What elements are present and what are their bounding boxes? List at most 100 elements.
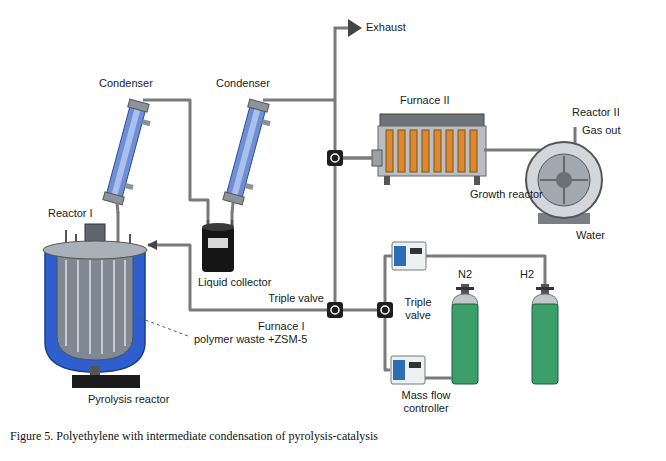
figure-caption: Figure 5. Polyethylene with intermediate…: [10, 430, 378, 444]
annotation-label: Furnace I: [258, 320, 304, 333]
collector-tag: [208, 238, 228, 248]
equipment-label: N2: [458, 268, 472, 281]
condenser-tube: [226, 105, 265, 198]
mfc-case: [391, 356, 425, 384]
pipe-stub: [232, 203, 233, 213]
leader-line: [140, 318, 188, 336]
valve-body: [377, 302, 393, 318]
gas-cylinder: H2: [528, 284, 562, 384]
furnace-leg: [384, 176, 390, 185]
liquid-collector-drawing: [202, 220, 234, 272]
pipe-stub: [117, 203, 118, 213]
triple-valve: Triple valve: [377, 302, 393, 318]
pyrolysis-reactor-drawing: [43, 224, 188, 388]
equipment-label: Growth reactor: [470, 188, 543, 201]
equipment-label: Condenser: [99, 77, 153, 90]
h2-cylinder-drawing: [532, 284, 558, 384]
valve-body: [327, 302, 343, 318]
heating-element: [434, 130, 441, 172]
mass-flow-controller: Mass flow controller: [390, 355, 425, 385]
stirrer-motor: [85, 224, 105, 242]
heating-element: [470, 130, 477, 172]
pipe-connector: [231, 212, 234, 220]
equipment-label: Condenser: [216, 77, 270, 90]
reactor-rod: [77, 260, 79, 352]
valve-body: [327, 150, 343, 166]
condenser-cap: [103, 192, 124, 205]
pipe-connector: [335, 158, 372, 302]
condenser-tube: [106, 105, 145, 198]
equipment-label: Furnace II: [400, 94, 450, 107]
pipe-connector: [148, 245, 327, 310]
reactor-rod: [89, 260, 91, 354]
pipe-stub: [484, 149, 488, 152]
reactor-drum: Reactor II: [528, 138, 600, 225]
furnace-body: [378, 126, 486, 176]
furnace-inlet: [372, 150, 382, 166]
growth-furnace: Furnace IIGrowth reactor: [372, 110, 488, 185]
drum-inner: [538, 154, 590, 206]
valve-dial: [381, 306, 389, 314]
condenser-nozzle: [245, 183, 254, 190]
valve-dial: [331, 306, 339, 314]
condenser-nozzle: [125, 183, 134, 190]
exhaust-arrow: [348, 19, 362, 37]
equipment-label: Pyrolysis reactor: [88, 393, 169, 406]
cylinder-valve: [536, 287, 554, 290]
equipment-label: Reactor I: [48, 207, 93, 220]
reactor-stand: [72, 375, 140, 388]
collector-body: [202, 226, 234, 272]
mfc-display: [409, 362, 421, 368]
annotation-label: Gas out: [582, 124, 621, 137]
condenser-drawing: [223, 99, 275, 206]
pipe-connector: [425, 377, 448, 380]
mfc-case: [392, 242, 426, 270]
condenser: Condenser: [218, 93, 270, 212]
n2-cylinder-drawing: [448, 284, 478, 384]
reactor-vessel: [57, 256, 133, 360]
reactor-drain: [90, 366, 100, 376]
condenser-core: [111, 107, 141, 197]
reactor-rod: [113, 260, 115, 352]
pipe-connector: [385, 318, 390, 370]
condenser-core: [231, 107, 261, 197]
condenser-cap: [248, 99, 269, 112]
condenser-drawing: [103, 99, 155, 206]
pipe-stub: [143, 99, 150, 102]
triple-valve: Triple valve: [327, 302, 343, 318]
condenser-cap: [223, 192, 244, 205]
gas-cylinder: N2: [448, 284, 482, 384]
furnace-leg: [474, 176, 480, 185]
reactor-rod: [124, 260, 126, 346]
condenser-nozzle: [142, 119, 151, 126]
equipment-label: H2: [520, 268, 534, 281]
heating-element: [398, 130, 405, 172]
equipment-label: Mass flow controller: [400, 389, 452, 414]
reactor-lid: [43, 241, 147, 259]
drum-shell: [526, 142, 602, 218]
cylinder-body: [452, 304, 478, 384]
heating-element: [422, 130, 429, 172]
pipe-connector: [270, 100, 372, 158]
heating-element: [458, 130, 465, 172]
drum-hub: [556, 172, 572, 188]
liquid-collector: Liquid collector: [200, 220, 236, 272]
pyrolysis-reactor: Reactor IPyrolysis reactor: [42, 232, 148, 388]
equipment-label: Reactor II: [572, 106, 620, 119]
growth-furnace-drawing: [372, 114, 488, 185]
equipment-label: Triple valve: [268, 292, 324, 305]
pipe-stub: [448, 377, 452, 380]
pipe-connector: [117, 212, 120, 232]
annotation-label: Exhaust: [366, 21, 406, 34]
condenser-cap: [128, 99, 149, 112]
mfc-display: [410, 248, 422, 254]
condenser: Condenser: [98, 93, 150, 212]
mfc-panel: [393, 360, 405, 380]
valve-dial: [331, 154, 339, 162]
